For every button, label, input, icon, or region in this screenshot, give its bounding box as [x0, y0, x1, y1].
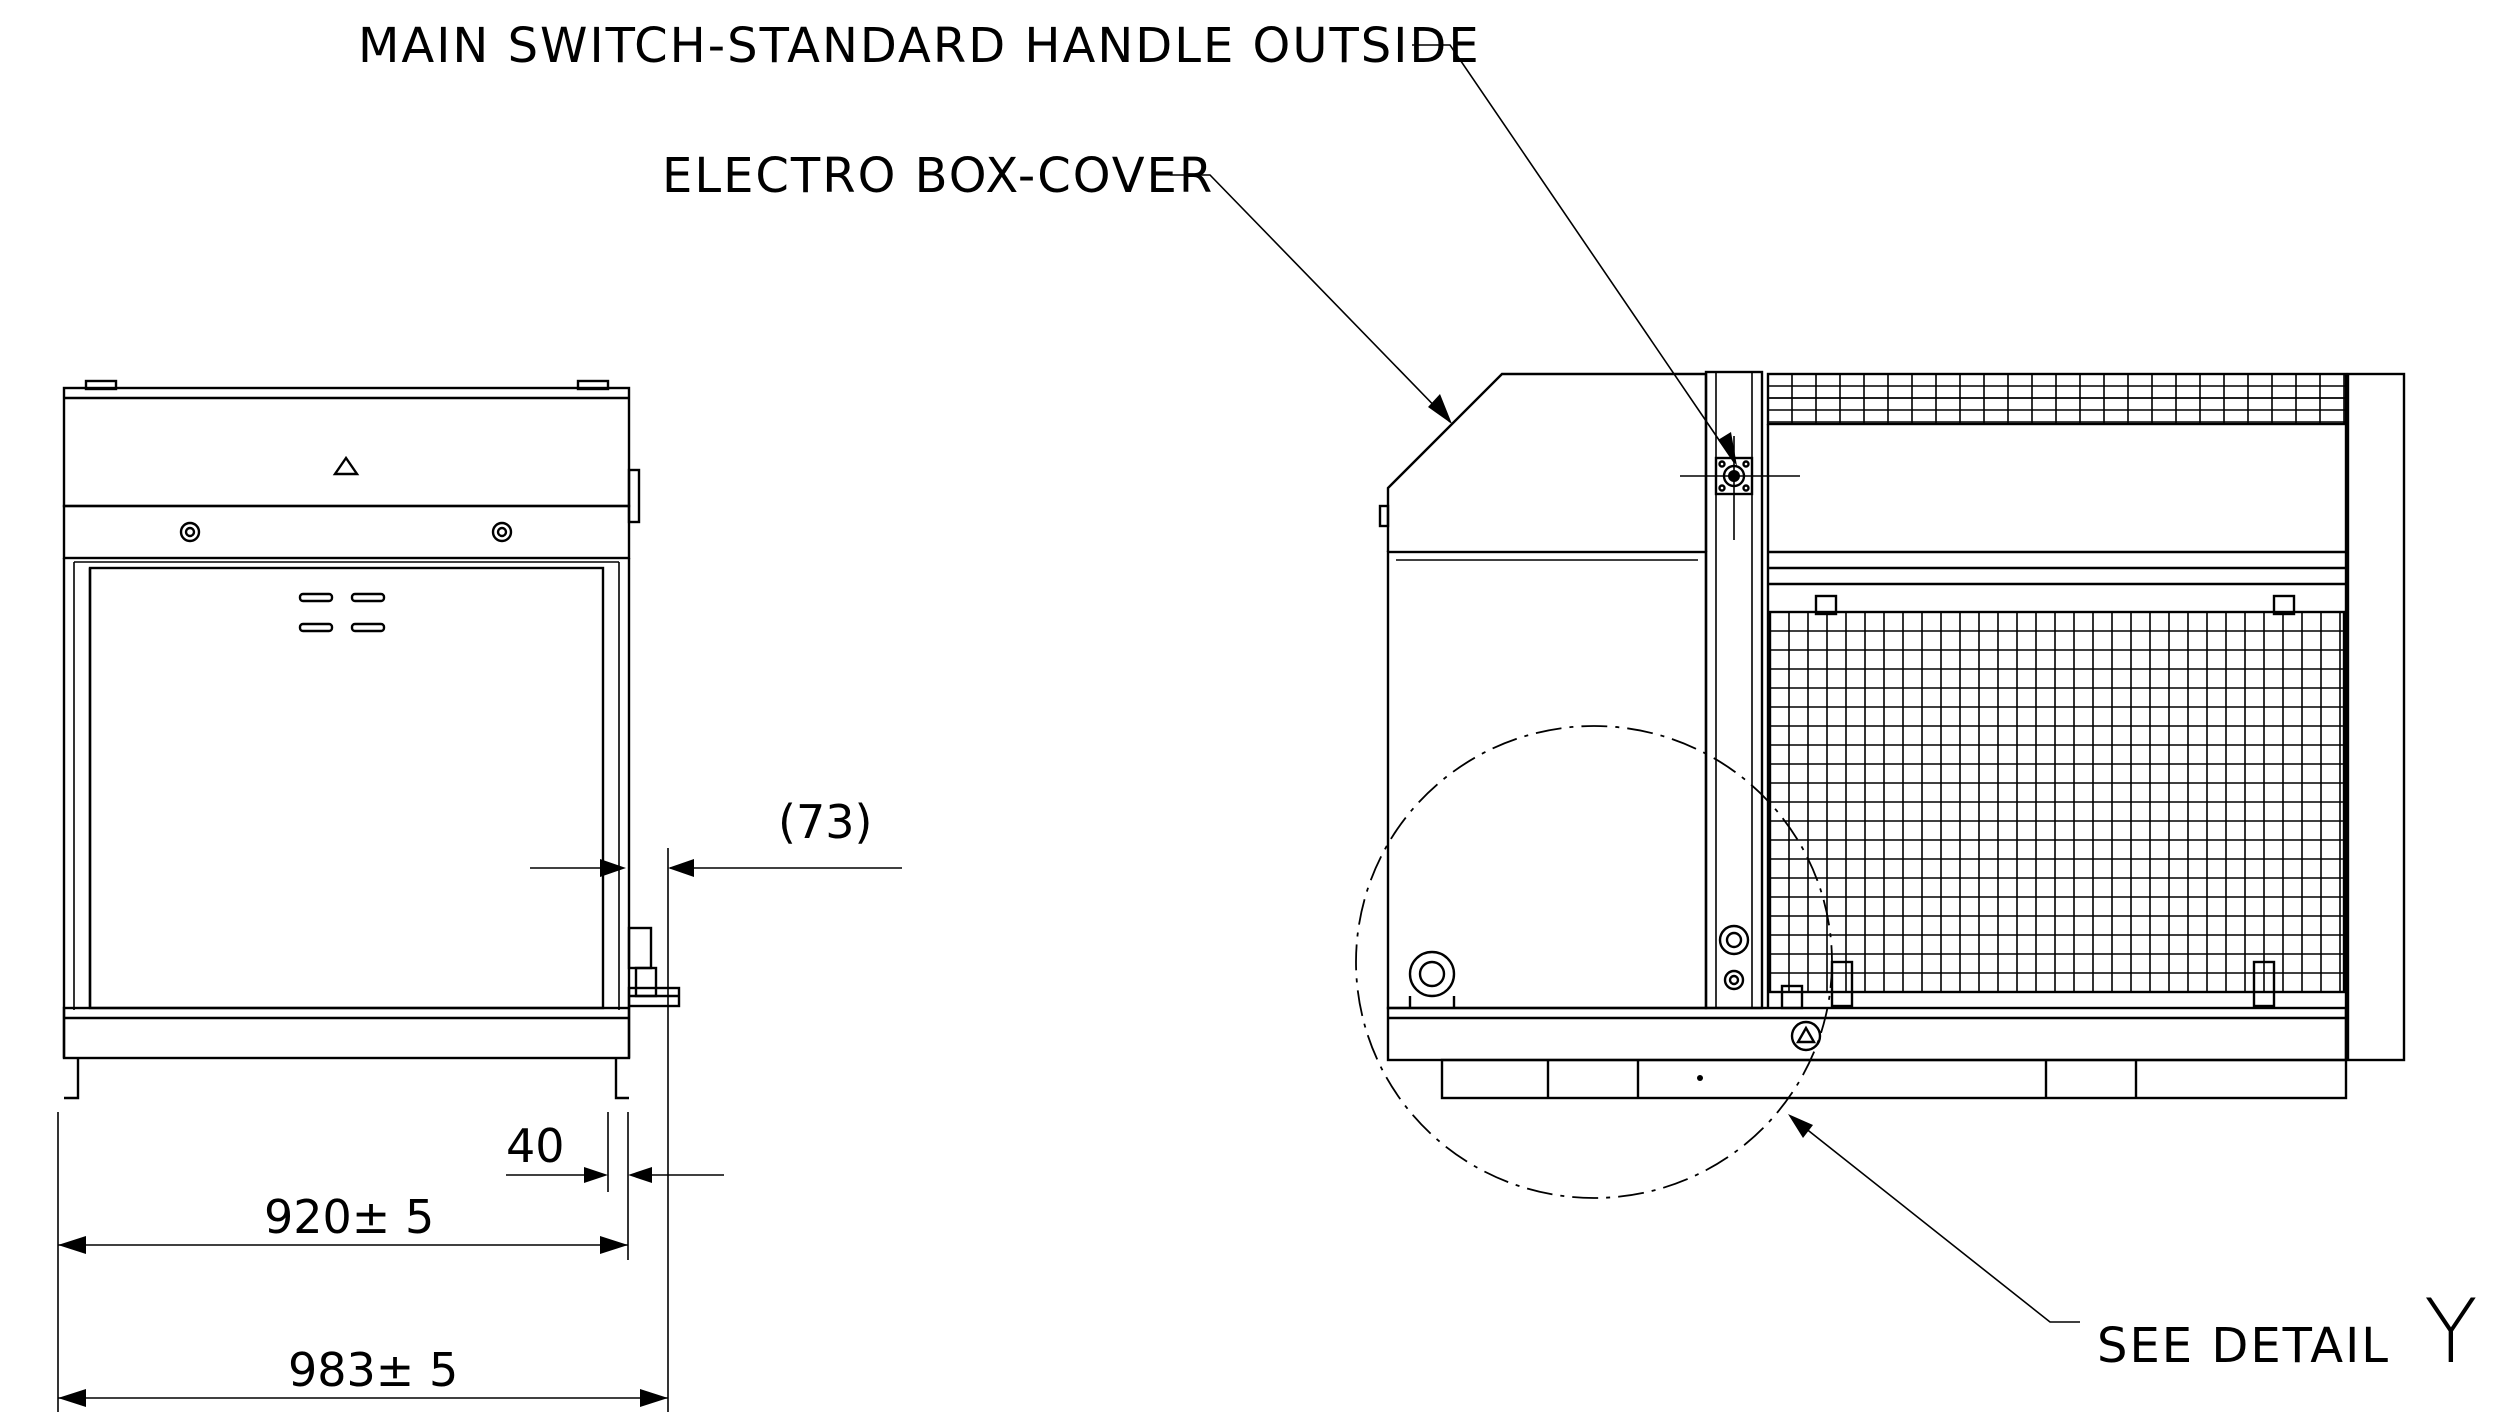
- offset-dimension-label: (73): [778, 795, 872, 849]
- main-switch-label: MAIN SWITCH-STANDARD HANDLE OUTSIDE: [358, 18, 1481, 74]
- side-view: [1378, 370, 2406, 1100]
- front-dimensions: (73) 40 920± 5 983± 5: [57, 795, 902, 1412]
- front-view: [62, 379, 681, 1100]
- electro-box-label: ELECTRO BOX-COVER: [662, 148, 1214, 204]
- bolt-icon: [179, 521, 201, 543]
- warning-triangle-icon: [332, 455, 360, 476]
- top-grille: [1768, 374, 2346, 424]
- callouts: MAIN SWITCH-STANDARD HANDLE OUTSIDE ELEC…: [358, 18, 2478, 1383]
- outer-width-dimension-label: 983± 5: [288, 1343, 458, 1397]
- foot-dimension-label: 40: [506, 1119, 565, 1173]
- inner-width-dimension-label: 920± 5: [264, 1190, 434, 1244]
- bolt-icon: [491, 521, 513, 543]
- detail-y-circle: [1355, 725, 1833, 1199]
- detail-letter-label: Y: [2424, 1280, 2478, 1383]
- side-grille: [1770, 612, 2344, 992]
- see-detail-label: SEE DETAIL: [2097, 1318, 2390, 1374]
